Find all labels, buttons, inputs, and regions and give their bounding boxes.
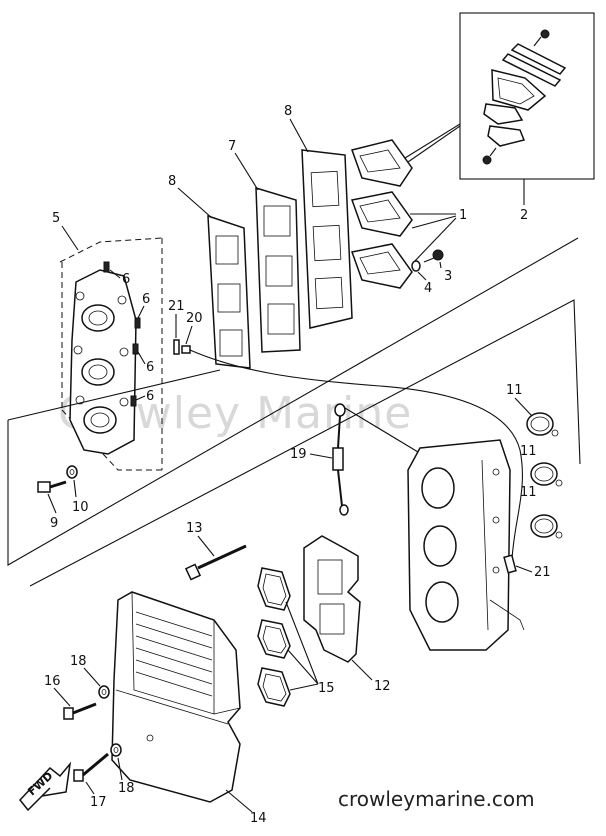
callout-5: 5 [52,211,60,226]
washer-10 [66,465,78,479]
callout-11-a: 11 [506,383,523,398]
intake-silencer-14 [111,591,241,803]
bolt-17 [73,752,109,782]
fuel-line-19 [332,403,349,516]
callout-2: 2 [520,208,528,223]
callout-14: 14 [250,811,267,826]
callout-18-upper: 18 [70,654,87,669]
callout-11-c: 11 [520,485,537,500]
gasket-8-rear [301,149,353,329]
intake-manifold [407,439,525,651]
o-ring-11-a [526,412,559,437]
plate-7 [255,186,301,353]
callout-21-upper: 21 [168,299,185,314]
carburetor-assembly-5 [59,237,163,471]
callout-1: 1 [459,208,467,223]
pin-21-upper [173,339,180,355]
o-ring-11-b [530,462,563,487]
callout-13: 13 [186,521,203,536]
callout-3: 3 [444,269,452,284]
callout-6-b: 6 [142,292,150,307]
fwd-arrow: FWD [19,761,72,812]
bolt-13 [184,544,247,581]
callout-6-c: 6 [146,360,154,375]
callout-6-d: 6 [146,389,154,404]
callout-12: 12 [374,679,391,694]
washer-18-upper [98,685,110,699]
callout-21-lower: 21 [534,565,551,580]
callout-16: 16 [44,674,61,689]
bolt-9 [37,480,67,493]
reed-valve-inset [404,12,595,180]
callout-8-left: 8 [168,174,176,189]
pin-21-lower [503,554,517,574]
callout-4: 4 [424,281,432,296]
gasket-8-front [207,214,251,369]
footer-url: crowleymarine.com [338,787,535,811]
bolt-3 [423,249,444,263]
callout-19: 19 [290,447,307,462]
callout-20: 20 [186,311,203,326]
o-ring-11-c [530,514,563,539]
callout-7: 7 [228,139,236,154]
washer-18-lower [110,743,122,757]
callout-11-b: 11 [520,444,537,459]
callout-17: 17 [90,795,107,810]
callout-9: 9 [50,516,58,531]
callout-18-lower: 18 [118,781,135,796]
gasket-12 [303,535,361,663]
callout-10: 10 [72,500,89,515]
callout-8-top: 8 [284,104,292,119]
callout-6-a: 6 [122,272,130,287]
fitting-20 [181,345,191,354]
callout-15: 15 [318,681,335,696]
bolt-16 [63,702,97,720]
seals-15 [257,567,291,707]
washer-4 [411,260,421,272]
reed-valve-blocks [351,139,413,289]
